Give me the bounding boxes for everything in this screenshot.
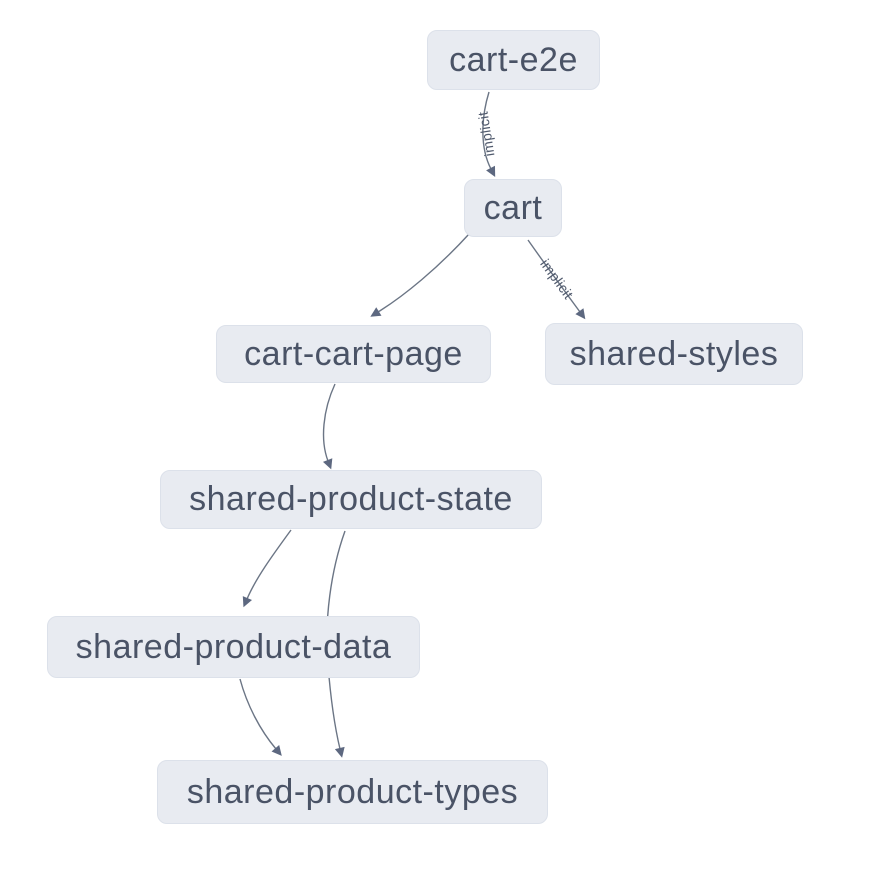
- edge-cart-to-cart-cart-page[interactable]: [370, 233, 470, 317]
- graph-node-cart-e2e[interactable]: cart-e2e: [427, 30, 600, 90]
- edge-shared-product-state-to-shared-product-data[interactable]: [242, 529, 292, 608]
- edge-cart-to-shared-styles[interactable]: [527, 239, 586, 320]
- graph-node-shared-product-data[interactable]: shared-product-data: [47, 616, 420, 678]
- edge-shared-product-data-to-shared-product-types[interactable]: [239, 678, 282, 756]
- graph-node-cart[interactable]: cart: [464, 179, 562, 237]
- edge-cart-cart-page-to-shared-product-state[interactable]: [322, 383, 336, 470]
- edge-cart-e2e-to-cart[interactable]: [482, 91, 496, 177]
- graph-node-shared-styles[interactable]: shared-styles: [545, 323, 803, 385]
- graph-node-shared-product-types[interactable]: shared-product-types: [157, 760, 548, 824]
- graph-node-shared-product-state[interactable]: shared-product-state: [160, 470, 542, 529]
- graph-node-cart-cart-page[interactable]: cart-cart-page: [216, 325, 491, 383]
